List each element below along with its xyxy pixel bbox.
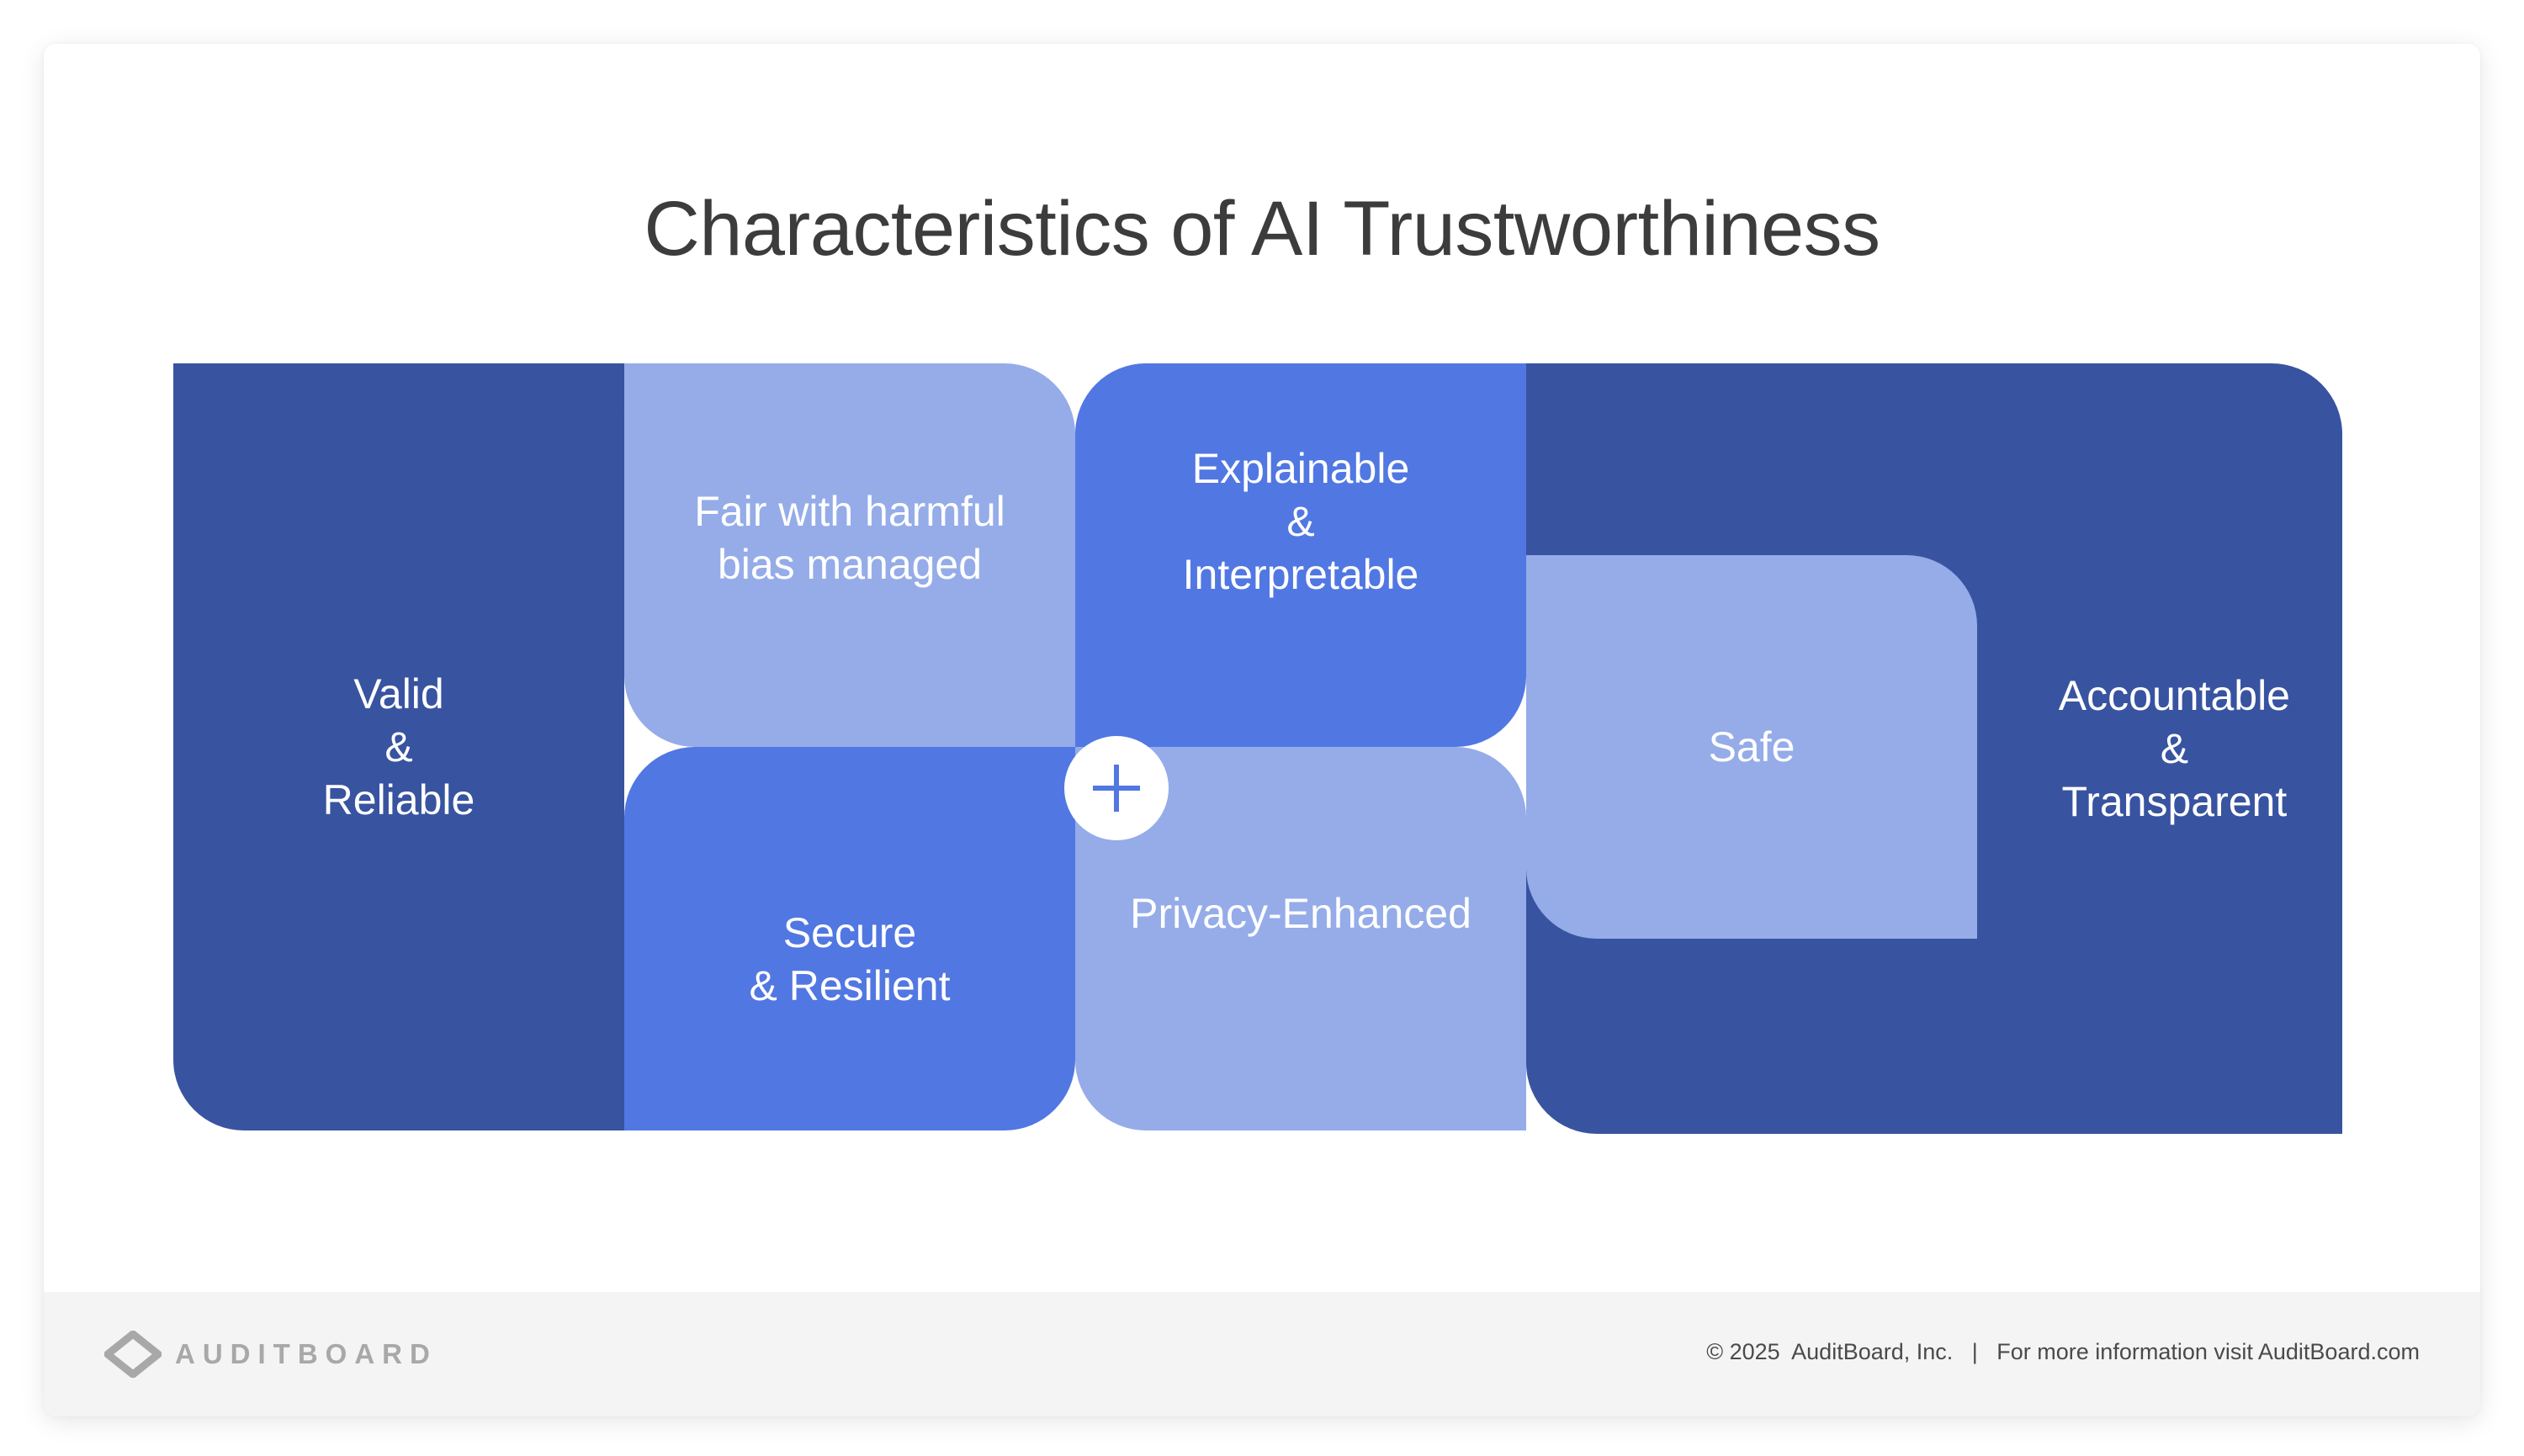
page-title: Characteristics of AI Trustworthiness (644, 186, 1880, 272)
block-fair-bias-label: Fair with harmful bias managed (694, 488, 1005, 588)
block-explainable: Explainable & Interpretable (1075, 363, 1526, 747)
diagram-card: Characteristics of AI Trustworthiness Va… (44, 44, 2480, 1416)
block-fair-bias: Fair with harmful bias managed (624, 363, 1075, 747)
plus-icon-circle (1064, 736, 1169, 840)
block-safe: Safe (1526, 555, 1977, 939)
logo-text: AUDITBOARD (175, 1338, 437, 1369)
block-secure-resilient-label: Secure & Resilient (749, 909, 951, 1009)
block-valid-reliable-label: Valid & Reliable (322, 670, 475, 823)
block-accountable-transparent-label: Accountable & Transparent (2058, 671, 2290, 825)
block-safe-label: Safe (1708, 723, 1795, 770)
block-valid-reliable-corner (173, 363, 624, 447)
block-privacy-enhanced-label: Privacy-Enhanced (1130, 889, 1471, 937)
copyright-text: © 2025 AuditBoard, Inc. | For more infor… (1706, 1339, 2420, 1364)
block-explainable-label: Explainable & Interpretable (1182, 444, 1419, 598)
auditboard-logo: AUDITBOARD (104, 1331, 437, 1378)
auditboard-logo-icon (104, 1331, 162, 1378)
block-valid-reliable: Valid & Reliable (173, 363, 624, 1130)
footer: AUDITBOARD © 2025 AuditBoard, Inc. | For… (44, 1292, 2480, 1416)
block-secure-resilient: Secure & Resilient (624, 747, 1075, 1130)
plus-icon (1093, 765, 1140, 812)
